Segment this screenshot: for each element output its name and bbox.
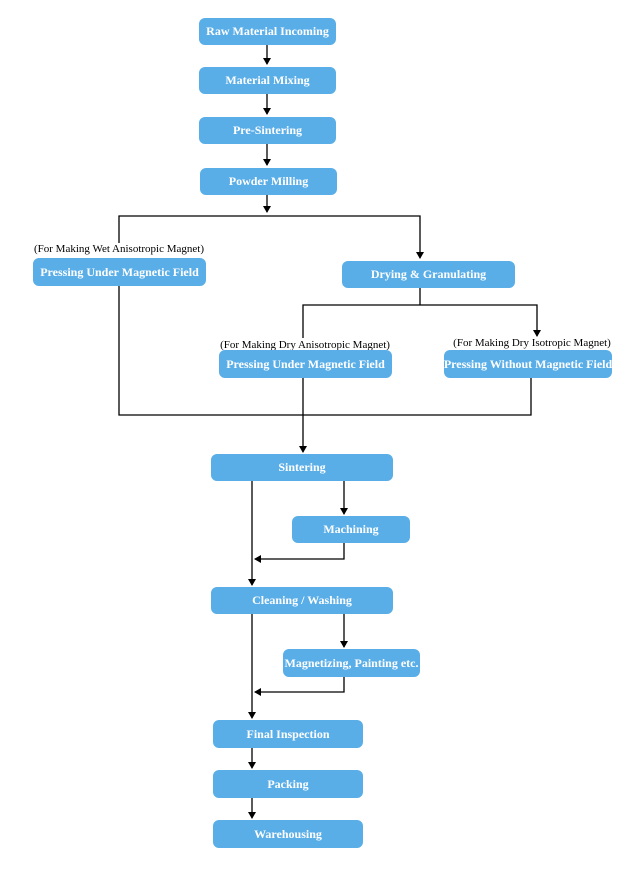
split-line-wet-drying [118, 215, 424, 259]
step-machining: Machining [292, 516, 410, 543]
note-wet-anisotropic: (For Making Wet Anisotropic Magnet) [33, 243, 204, 255]
step-powder-milling: Powder Milling [200, 168, 337, 195]
note-dry-anisotropic: (For Making Dry Anisotropic Magnet) [220, 339, 390, 351]
note-dry-isotropic: (For Making Dry Isotropic Magnet) [453, 337, 611, 349]
step-sintering: Sintering [211, 454, 393, 481]
merge-line [118, 286, 532, 416]
step-pressing-dry: Pressing Under Magnetic Field [219, 350, 392, 378]
step-drying-granulating: Drying & Granulating [342, 261, 515, 288]
step-magnetizing-painting: Magnetizing, Painting etc. [283, 649, 420, 677]
step-final-inspection: Final Inspection [213, 720, 363, 748]
step-pressing-without: Pressing Without Magnetic Field [444, 350, 612, 378]
step-pre-sintering: Pre-Sintering [199, 117, 336, 144]
step-packing: Packing [213, 770, 363, 798]
arrow-magnetizing-return [254, 677, 345, 696]
split-line-dry [302, 304, 541, 338]
arrow-machining-return [254, 543, 345, 563]
step-material-mixing: Material Mixing [199, 67, 336, 94]
step-pressing-wet: Pressing Under Magnetic Field [33, 258, 206, 286]
step-raw-material: Raw Material Incoming [199, 18, 336, 45]
step-warehousing: Warehousing [213, 820, 363, 848]
step-cleaning-washing: Cleaning / Washing [211, 587, 393, 614]
